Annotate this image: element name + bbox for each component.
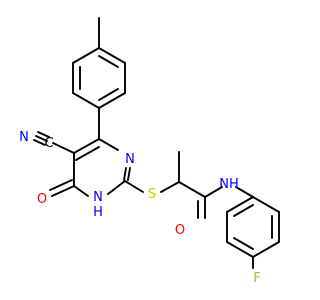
bond bbox=[75, 146, 100, 161]
bond bbox=[35, 135, 48, 142]
bond bbox=[98, 47, 126, 64]
bond bbox=[124, 180, 144, 193]
atom-labels: N N H O N C S O NH F bbox=[19, 130, 261, 286]
bond bbox=[252, 241, 280, 258]
bond bbox=[98, 92, 126, 109]
molecule-structure: N N H O N C S O NH F bbox=[19, 17, 280, 286]
bond bbox=[37, 131, 50, 138]
bond bbox=[49, 179, 73, 191]
oxygen-atom-label: O bbox=[37, 192, 47, 207]
bond bbox=[52, 142, 75, 154]
molecule-canvas: N N H O N C S O NH F bbox=[19, 17, 280, 286]
bond bbox=[160, 181, 180, 193]
bond bbox=[233, 237, 254, 250]
bond bbox=[73, 138, 100, 154]
bond bbox=[233, 204, 254, 217]
bond bbox=[127, 167, 131, 181]
bond bbox=[235, 186, 254, 198]
bond bbox=[72, 92, 100, 109]
fluorine-atom-label: F bbox=[253, 271, 260, 286]
bonds bbox=[33, 17, 280, 269]
bond bbox=[33, 139, 46, 146]
bond bbox=[226, 196, 254, 213]
bond bbox=[51, 185, 75, 197]
bond bbox=[107, 180, 126, 195]
amide-nitrogen-label: NH bbox=[219, 177, 239, 192]
bond bbox=[178, 181, 206, 198]
nitrogen-atom-label: N bbox=[125, 152, 135, 167]
bond bbox=[252, 196, 280, 213]
bond bbox=[226, 241, 254, 258]
bond bbox=[72, 47, 100, 64]
sulfur-atom-label: S bbox=[148, 187, 156, 202]
nitrogen-atom-label: N bbox=[93, 190, 103, 205]
bond bbox=[98, 55, 119, 68]
bond bbox=[98, 138, 119, 151]
bond bbox=[73, 185, 89, 197]
bond bbox=[123, 167, 127, 181]
bond bbox=[98, 88, 119, 101]
bond bbox=[204, 186, 223, 198]
nitrile-nitrogen-label: N bbox=[19, 130, 29, 145]
hydrogen-atom-label: H bbox=[93, 205, 103, 220]
nitrile-carbon-label: C bbox=[44, 136, 53, 151]
oxygen-atom-label: O bbox=[175, 223, 185, 238]
